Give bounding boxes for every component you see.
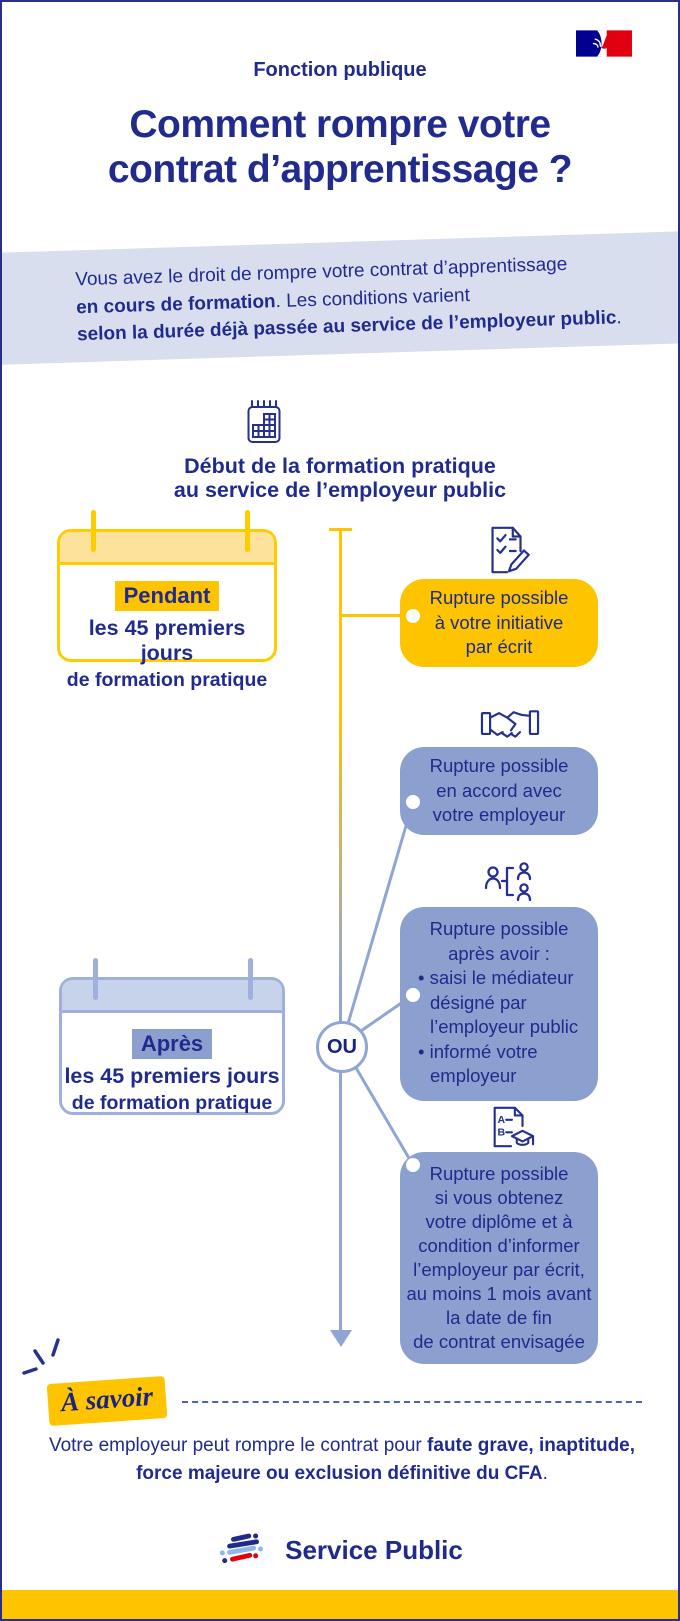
pendant-highlight: Pendant xyxy=(114,581,220,611)
timeline-top-cap xyxy=(329,528,352,531)
timeline-arrow-icon xyxy=(330,1330,352,1347)
svg-text:A: A xyxy=(498,1114,506,1126)
svg-text:B: B xyxy=(498,1127,506,1139)
dashed-separator xyxy=(182,1401,642,1403)
sparkle-rays-icon xyxy=(22,1338,60,1375)
calendar-icon xyxy=(247,400,281,443)
bubble-mediateur: Rupture possible après avoir : saisi le … xyxy=(400,907,598,1101)
mediator-icon xyxy=(484,862,532,902)
start-label-line1: Début de la formation pratique xyxy=(184,454,496,478)
mediateur-bullet-1: saisi le médiateur désigné par l’employe… xyxy=(408,966,590,1040)
diploma-icon: A B xyxy=(493,1106,535,1148)
timeline-start-label: Début de la formation pratique au servic… xyxy=(2,454,678,502)
intro-text: Vous avez le droit de rompre votre contr… xyxy=(2,231,678,351)
note-end: . xyxy=(542,1463,548,1484)
calendar-peg xyxy=(91,510,96,552)
period-card-apres: Après les 45 premiers jours de formation… xyxy=(59,977,285,1115)
intro-banner: Vous avez le droit de rompre votre contr… xyxy=(2,231,678,365)
title-line2: contrat d’apprentissage ? xyxy=(107,148,573,191)
bubble-accord: Rupture possible en accord avec votre em… xyxy=(400,747,598,835)
period-card-pendant: Pendant les 45 premiers jours de formati… xyxy=(57,529,277,691)
service-public-logo: Service Public xyxy=(2,1530,678,1570)
handshake-icon xyxy=(480,710,540,738)
or-label: OU xyxy=(327,1035,357,1058)
mediateur-intro: Rupture possible après avoir : xyxy=(429,918,569,964)
bottom-accent-bar xyxy=(2,1590,678,1619)
or-connector: OU xyxy=(316,1021,368,1073)
service-public-label: Service Public xyxy=(285,1534,463,1565)
france-flag-logo xyxy=(576,30,632,57)
apres-highlight: Après xyxy=(131,1029,213,1059)
apres-line2: de formation pratique xyxy=(71,1092,273,1114)
pendant-line2: de formation pratique xyxy=(66,669,268,691)
connector-dot xyxy=(406,795,420,809)
calendar-top-band xyxy=(62,980,282,1013)
start-label-line2: au service de l’employeur public xyxy=(173,478,507,502)
apres-line1: les 45 premiers jours xyxy=(64,1064,280,1088)
calendar-peg xyxy=(245,510,250,552)
intro-line2-rest: . Les conditions varient xyxy=(275,284,471,312)
calendar-peg xyxy=(93,958,98,1000)
connector-dot xyxy=(406,1158,420,1172)
mediateur-bullet-2: informé votre employeur xyxy=(408,1040,590,1089)
bubble-diplome: Rupture possible si vous obtenez votre d… xyxy=(400,1152,598,1364)
note-normal: Votre employeur peut rompre le contrat p… xyxy=(48,1435,428,1456)
timeline-line xyxy=(339,530,342,1330)
branch-line-initiative xyxy=(341,614,407,617)
calendar-peg xyxy=(248,958,253,1000)
document-signature-icon xyxy=(491,526,530,574)
intro-line3-rest: . xyxy=(616,307,622,329)
know-tag: À savoir xyxy=(46,1375,168,1427)
title-line1: Comment rompre votre xyxy=(129,103,551,146)
connector-dot xyxy=(406,988,420,1002)
pendant-line1: les 45 premiers jours xyxy=(88,616,246,665)
service-public-logo-icon xyxy=(219,1533,264,1564)
employer-note: Votre employeur peut rompre le contrat p… xyxy=(42,1432,642,1488)
kicker-label: Fonction publique xyxy=(253,59,427,81)
intro-line2-bold: en cours de formation xyxy=(75,290,276,318)
page-title: Comment rompre votre contrat d’apprentis… xyxy=(2,102,678,192)
note-bold: faute grave, inaptitude, force majeure o… xyxy=(136,1435,636,1484)
bubble-initiative: Rupture possible à votre initiative par … xyxy=(400,579,598,667)
connector-dot xyxy=(406,609,420,623)
